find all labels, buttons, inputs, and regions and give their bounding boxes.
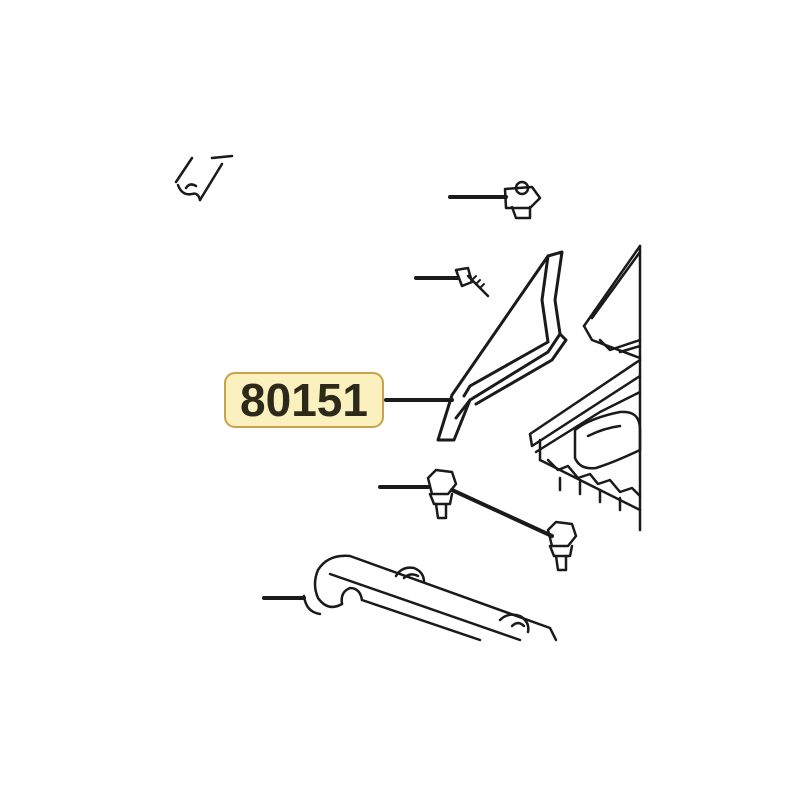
bolt-left	[378, 468, 458, 520]
nut-top	[448, 180, 542, 220]
tube-fragment	[174, 154, 234, 202]
screw-small	[414, 266, 490, 298]
trim-panel-80151	[436, 250, 568, 442]
part-number-label: 80151	[240, 374, 368, 426]
bolt-right	[546, 520, 578, 572]
part-number-callout: 80151	[224, 372, 384, 428]
bolt-connector	[450, 488, 554, 538]
console-housing	[528, 244, 642, 532]
mounting-bracket	[262, 554, 558, 642]
